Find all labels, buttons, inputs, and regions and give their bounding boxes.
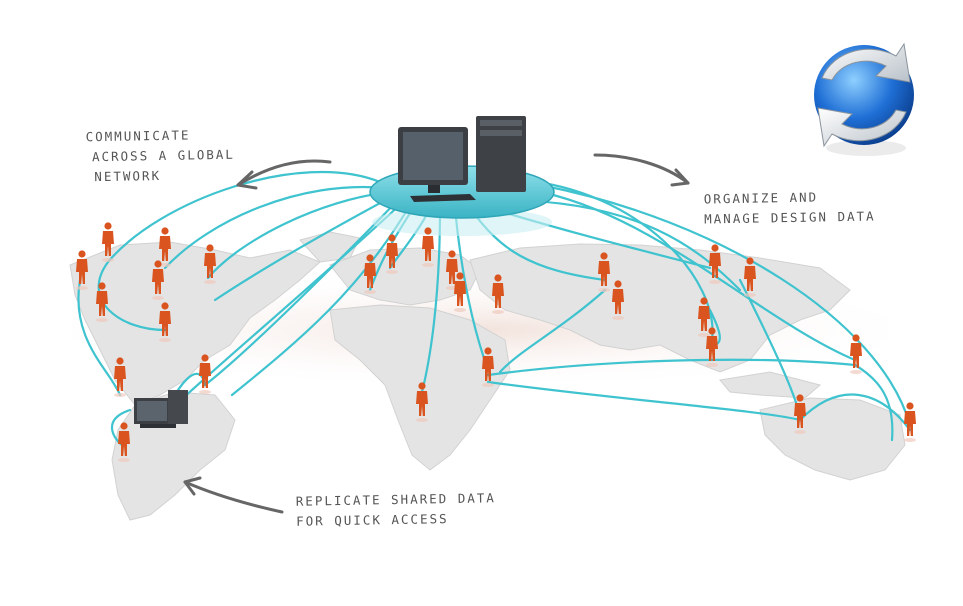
person-figure-icon [904,402,916,442]
person-figure-icon [416,382,428,422]
person-figure-icon [159,302,171,342]
person-figure-icon [386,234,398,274]
arrow-replicate-head [183,476,202,496]
caption-organize-line-2: MANAGE DESIGN DATA [704,208,876,227]
server-computer-icon [398,116,526,202]
person-figure-icon [744,257,756,297]
person-figure-icon [152,260,164,300]
north-america-shape [69,241,321,406]
person-figure-icon [598,252,610,292]
caption-organize: ORGANIZE AND MANAGE DESIGN DATA [704,187,876,230]
person-figure-icon [454,272,466,312]
person-figure-icon [698,297,710,337]
caption-arrows [183,153,690,514]
person-figures [76,222,916,462]
sync-icon [814,42,914,156]
arrow-organize [593,153,690,185]
caption-communicate: COMMUNICATE ACROSS A GLOBAL NETWORK [85,125,235,188]
caption-replicate: REPLICATE SHARED DATA FOR QUICK ACCESS [296,488,497,531]
person-figure-icon [422,227,434,267]
australia-shape [759,397,906,481]
person-figure-icon [794,394,806,434]
laptop-computer-icon [134,390,188,428]
person-figure-icon [709,244,721,284]
person-figure-icon [102,222,114,262]
person-figure-icon [364,254,376,294]
caption-communicate-line-1: COMMUNICATE [85,127,191,145]
person-figure-icon [114,357,126,397]
person-figure-icon [204,244,216,284]
caption-communicate-line-3: NETWORK [94,167,162,185]
person-figure-icon [96,282,108,322]
person-figure-icon [199,354,211,394]
person-figure-icon [492,274,504,314]
person-figure-icon [850,334,862,374]
islands-shape [719,371,822,399]
person-figure-icon [706,327,718,367]
arrow-organize-head [670,168,690,187]
central-hub [369,116,555,236]
caption-replicate-line-1: REPLICATE SHARED DATA [295,490,496,509]
arrow-communicate-head [236,170,258,190]
arrow-communicate [236,159,332,187]
caption-communicate-line-2: ACROSS A GLOBAL [91,146,236,165]
caption-replicate-line-2: FOR QUICK ACCESS [296,511,449,529]
person-figure-icon [159,227,171,267]
person-figure-icon [612,280,624,320]
person-figure-icon [482,347,494,387]
person-figure-icon [76,250,88,290]
person-figure-icon [118,422,130,462]
arrow-replicate [183,480,284,514]
